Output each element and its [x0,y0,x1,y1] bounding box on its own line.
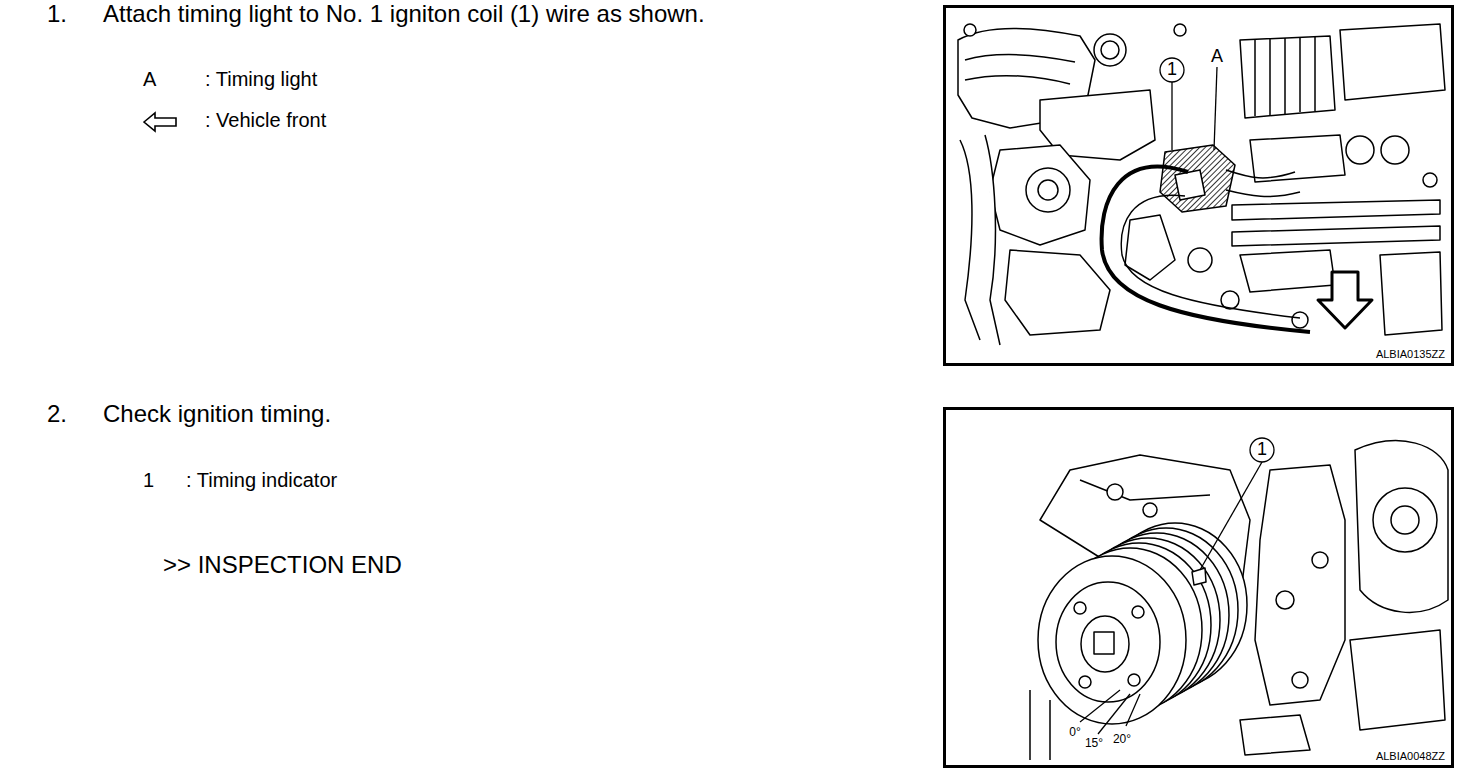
step-number: 1. [47,0,67,28]
engine-illustration [1423,173,1437,187]
pulley-illustration [1056,582,1160,702]
figure-code: ALBIA0048ZZ [1376,750,1445,762]
engine-illustration [1250,135,1345,182]
figure-frame: 1 0° 15° 20° ALBIA0048ZZ [943,407,1454,768]
key-text: : Vehicle front [205,109,326,132]
figure-code: ALBIA0135ZZ [1376,348,1445,360]
engine-illustration [1026,168,1070,212]
step-text: Attach timing light to No. 1 igniton coi… [103,0,705,28]
pulley-illustration [1094,632,1114,654]
engine-illustration [964,24,976,36]
key-number: 1 [143,469,154,492]
engine-illustration [1160,145,1235,212]
front-arrow-symbol [144,113,176,131]
pulley-illustration [1192,568,1206,585]
engine-illustration [1232,226,1440,246]
key-text: : Timing indicator [186,469,337,492]
leader-line [1200,462,1262,570]
pulley-illustration [1312,552,1328,568]
engine-illustration [1255,37,1315,116]
engine-illustration [1094,34,1126,66]
leader-line [1080,438,1274,734]
figure-frame: 1 A ALBIA0135ZZ [943,5,1454,366]
engine-illustration [1125,215,1175,280]
engine-illustration [1318,272,1372,328]
pulley-illustration [1391,506,1419,534]
engine-illustration [1340,24,1445,100]
engine-illustration [1240,36,1335,118]
leader-line [1126,694,1140,726]
engine-illustration [985,135,1000,345]
engine-illustration [1121,195,1300,318]
front-arrow-symbol [144,113,176,131]
pulley-illustration [1030,441,1448,760]
engine-illustration [1101,41,1119,59]
leader-line [1080,690,1120,722]
pulley-illustration [1132,606,1144,618]
engine-illustration [1038,180,1058,200]
key-text: : Timing light [205,68,317,91]
pulley-illustration [1143,503,1157,517]
engine-illustration [958,24,1445,345]
engine-illustration [1240,250,1335,292]
engine-illustration [1381,136,1409,164]
leader-line [1171,82,1172,150]
pulley-illustration [1240,715,1310,755]
pulley-illustration [1350,630,1445,730]
pulley-illustration [1107,484,1123,500]
angle-mark: 0° [1069,726,1080,739]
engine-illustration [965,54,1075,62]
engine-illustration [1188,248,1212,272]
pulley-illustration [1373,488,1437,552]
pulley-illustration [1128,674,1140,686]
pulley-illustration [1030,690,1050,760]
callout-number: 1 [1167,60,1177,80]
pulley-illustration [1074,602,1086,614]
pulley-illustration [1276,591,1294,609]
pulley-illustration [1080,480,1210,500]
engine-illustration [1346,136,1374,164]
engine-illustration [1226,170,1295,178]
end-marker: >> INSPECTION END [163,551,402,579]
engine-illustration [1380,252,1442,335]
engine-illustration [1292,312,1308,328]
engine-illustration [1005,250,1110,335]
pulley-illustration [1255,465,1345,705]
leader-line [1250,438,1274,462]
engine-illustration [965,76,1070,84]
leader-line [1214,67,1217,150]
angle-mark: 20° [1113,733,1131,746]
step-text: Check ignition timing. [103,400,331,428]
step-number: 2. [47,400,67,428]
leader-line [1160,58,1184,82]
engine-illustration [1226,190,1300,196]
pulley-illustration [1355,441,1448,613]
leader-line [1098,694,1130,734]
engine-illustration [1174,24,1186,36]
engine-illustration [1102,167,1310,332]
engine-illustration [960,140,980,340]
pulley-illustration [1079,676,1091,688]
pulley-illustration [1292,672,1308,688]
pulley-illustration [1038,556,1186,724]
pulley-illustration [1081,616,1129,672]
angle-mark: 15° [1085,737,1103,750]
callout-number: 1 [1257,440,1267,460]
key-letter: A [143,68,156,91]
engine-illustration [1232,200,1440,220]
leader-line [1160,58,1217,150]
callout-letter: A [1211,47,1223,67]
engine-illustration [990,145,1090,245]
